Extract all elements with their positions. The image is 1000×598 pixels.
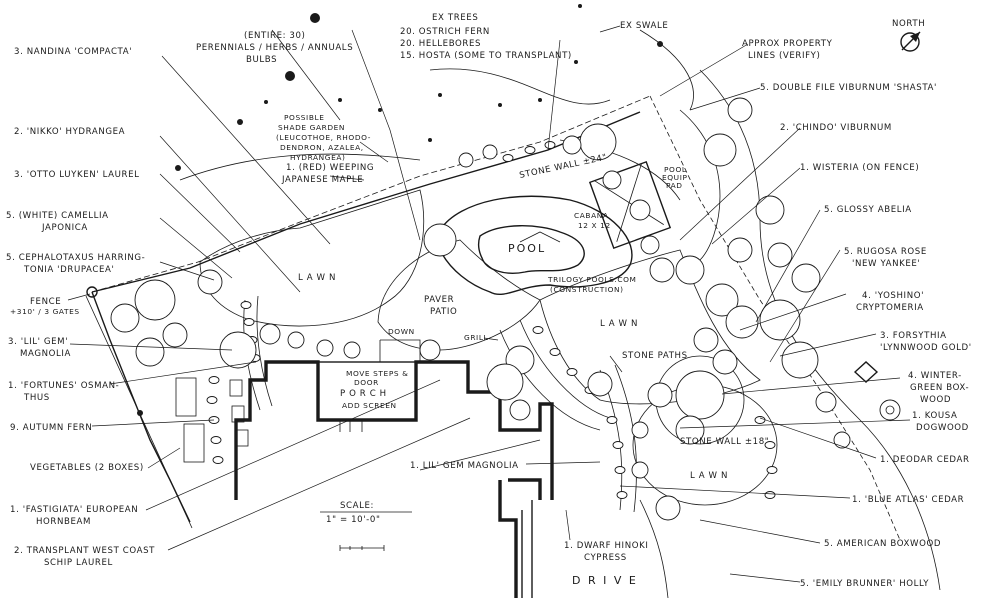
lawn-areas <box>199 189 761 405</box>
label-stone-wall-18: STONE WALL ±18" <box>680 437 769 447</box>
label-drive: D R I V E <box>572 574 638 587</box>
label-stone-paths: STONE PATHS <box>622 351 688 361</box>
label-shade-garden-5: HYDRANGEA) <box>290 153 346 162</box>
label-osmanthus: 1. 'FORTUNES' OSMAN- <box>8 381 119 391</box>
label-dwarf-hinoki-2: CYPRESS <box>584 553 627 563</box>
label-vegetables: VEGETABLES (2 BOXES) <box>30 463 144 473</box>
label-american-boxwood: 5. AMERICAN BOXWOOD <box>824 539 941 549</box>
label-cephalotaxus-2: TONIA 'DRUPACEA' <box>23 265 114 275</box>
label-trilogy-pools: TRILOGY POOLS.COM <box>547 275 637 284</box>
label-stone-wall-24: STONE WALL ±24" <box>519 153 609 181</box>
label-down: DOWN <box>388 327 415 336</box>
label-pool-equip-1: POOL <box>664 165 687 174</box>
label-lawn-right: L A W N <box>690 471 728 481</box>
label-cabana-2: 12 X 12 <box>578 221 611 230</box>
label-hosta: 15. HOSTA (SOME TO TRANSPLANT) <box>400 51 572 61</box>
label-hellebores: 20. HELLEBORES <box>400 39 481 49</box>
plant-labels: 3. NANDINA 'COMPACTA' 2. 'NIKKO' HYDRANG… <box>6 13 972 589</box>
label-transplant-laurel: 2. TRANSPLANT WEST COAST <box>14 546 155 556</box>
label-porch-screen: ADD SCREEN <box>342 401 397 410</box>
label-wintergreen-boxwood: 4. WINTER- <box>908 371 962 381</box>
existing-trees <box>137 4 663 416</box>
label-glossy-abelia: 5. GLOSSY ABELIA <box>824 205 912 215</box>
label-bulbs: BULBS <box>246 55 277 65</box>
label-pool-equip-2: EQUIP <box>662 173 688 182</box>
label-fence-2: +310' / 3 GATES <box>10 307 80 316</box>
leader-lines <box>67 25 911 583</box>
label-lil-gem-magnolia-mid: 1. LIL' GEM MAGNOLIA <box>410 461 519 471</box>
label-hornbeam: 1. 'FASTIGIATA' EUROPEAN <box>10 505 138 515</box>
label-lawn-center: L A W N <box>600 319 638 329</box>
label-ostrich-fern: 20. OSTRICH FERN <box>400 27 490 37</box>
label-yoshino-cryptomeria: 4. 'YOSHINO' <box>862 291 924 301</box>
label-deodar-cedar: 1. DEODAR CEDAR <box>880 455 970 465</box>
drive-lines <box>419 439 669 598</box>
label-rugosa-rose-2: 'NEW YANKEE' <box>852 259 920 269</box>
label-weeping-maple-2: JAPANESE MAPLE <box>281 175 363 185</box>
label-ex-trees: EX TREES <box>432 13 478 23</box>
label-autumn-fern: 9. AUTUMN FERN <box>10 423 92 433</box>
label-lawn-left: L A W N <box>298 273 336 283</box>
label-dwarf-hinoki: 1. DWARF HINOKI <box>564 541 648 551</box>
stone-walls <box>243 139 778 513</box>
label-yoshino-cryptomeria-2: CRYPTOMERIA <box>856 303 924 313</box>
label-rugosa-rose: 5. RUGOSA ROSE <box>844 247 927 257</box>
label-wintergreen-boxwood-2: GREEN BOX- <box>910 383 969 393</box>
label-forsythia: 3. FORSYTHIA <box>880 331 947 341</box>
label-fence: FENCE <box>30 297 61 307</box>
label-otto-luyken-laurel: 3. 'OTTO LUYKEN' LAUREL <box>14 170 140 180</box>
label-trilogy-pools-2: (CONSTRUCTION) <box>550 285 624 294</box>
label-blue-atlas-cedar: 1. 'BLUE ATLAS' CEDAR <box>852 495 964 505</box>
label-weeping-maple: 1. (RED) WEEPING <box>286 163 374 173</box>
label-shade-garden-4: DENDRON, AZALEA, <box>280 143 364 152</box>
label-kousa-dogwood: 1. KOUSA <box>912 411 957 421</box>
label-lil-gem-magnolia-left: 3. 'LIL' GEM' <box>8 337 68 347</box>
label-porch-note: MOVE STEPS & <box>346 369 408 378</box>
label-porch-note-2: DOOR <box>354 378 379 387</box>
label-porch: P O R C H <box>340 389 387 399</box>
label-shade-garden-1: POSSIBLE <box>284 113 325 122</box>
label-grill: GRILL <box>464 333 489 342</box>
pool-area <box>439 160 672 296</box>
label-shade-garden-2: SHADE GARDEN <box>278 123 345 132</box>
label-double-file-viburnum: 5. DOUBLE FILE VIBURNUM 'SHASTA' <box>760 83 937 93</box>
site-labels: STONE PATHS STONE WALL ±24" STONE WALL ±… <box>298 153 769 587</box>
label-pool-equip-3: PAD <box>666 181 683 190</box>
label-property-lines: APPROX PROPERTY <box>742 39 833 49</box>
label-paver-patio-2: PATIO <box>430 307 457 317</box>
vegetable-boxes <box>175 361 879 463</box>
label-cephalotaxus: 5. CEPHALOTAXUS HARRING- <box>6 253 145 263</box>
label-scale-ratio: 1" = 10'-0" <box>326 515 381 525</box>
label-emily-brunner-holly: 5. 'EMILY BRUNNER' HOLLY <box>800 579 929 589</box>
label-entire: (ENTIRE: 30) <box>244 31 306 41</box>
label-hornbeam-2: HORNBEAM <box>36 517 91 527</box>
label-camellia: 5. (WHITE) CAMELLIA <box>6 211 109 221</box>
label-pool: POOL <box>508 242 546 255</box>
label-lil-gem-magnolia-left-2: MAGNOLIA <box>20 349 71 359</box>
house-footprint <box>234 339 554 598</box>
label-scale: SCALE: <box>340 501 374 511</box>
planting-symbols <box>110 97 901 521</box>
label-transplant-laurel-2: SCHIP LAUREL <box>44 558 113 568</box>
label-property-lines-2: LINES (VERIFY) <box>748 51 820 61</box>
label-perennials: PERENNIALS / HERBS / ANNUALS <box>196 43 353 53</box>
label-north: NORTH <box>892 19 925 29</box>
label-nikko-hydrangea: 2. 'NIKKO' HYDRANGEA <box>14 127 125 137</box>
label-shade-garden-3: (LEUCOTHOE, RHODO- <box>276 133 371 142</box>
label-kousa-dogwood-2: DOGWOOD <box>916 423 969 433</box>
label-wisteria: 1. WISTERIA (ON FENCE) <box>800 163 919 173</box>
label-forsythia-2: 'LYNNWOOD GOLD' <box>880 343 972 353</box>
label-ex-swale: EX SWALE <box>620 21 668 31</box>
scale-bar <box>320 511 412 551</box>
label-cabana: CABANA <box>574 211 609 220</box>
label-nandina: 3. NANDINA 'COMPACTA' <box>14 47 132 57</box>
label-paver-patio: PAVER <box>424 295 454 305</box>
north-arrow <box>900 31 921 52</box>
label-osmanthus-2: THUS <box>23 393 50 403</box>
label-wintergreen-boxwood-3: WOOD <box>920 395 951 405</box>
label-chindo-viburnum: 2. 'CHINDO' VIBURNUM <box>780 123 892 133</box>
label-camellia-2: JAPONICA <box>41 223 88 233</box>
